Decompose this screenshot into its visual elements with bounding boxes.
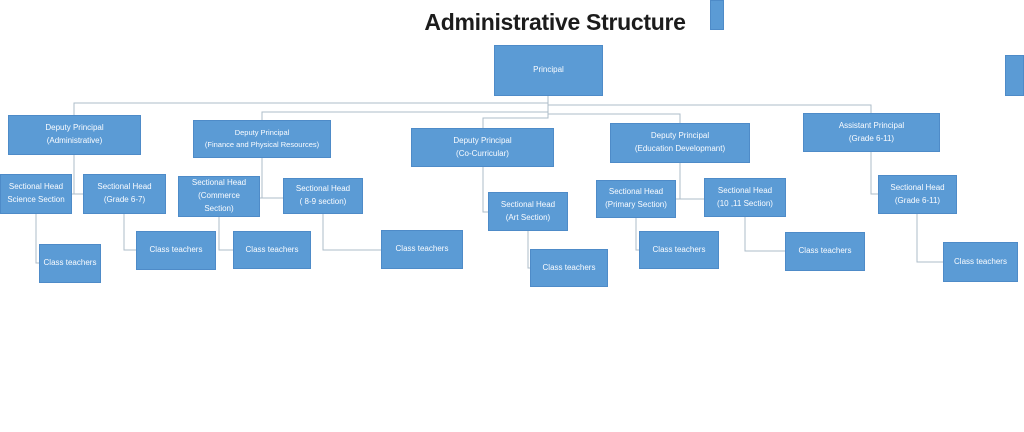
org-node-label-line: Class teachers [395, 244, 449, 254]
org-node-label-line: Deputy Principal [650, 131, 710, 141]
org-node-label-line: ( 8-9 section) [299, 197, 347, 206]
org-node-label-line: (10 ,11 Section) [717, 198, 773, 208]
org-node-label-line: (Education Developmant) [634, 144, 726, 153]
org-node-ct-primary: Class teachers [639, 231, 719, 269]
org-node-label-line: Sectional Head [717, 185, 773, 195]
org-node-label-line: Assistant Principal [838, 120, 905, 130]
org-node-ct-grade-6-11: Class teachers [943, 242, 1018, 282]
connector-line [547, 96, 872, 113]
connector-line [322, 214, 381, 251]
org-node-label-line: Class teachers [149, 245, 203, 255]
org-node-label-line: (Commerce [198, 191, 240, 201]
org-node-label-line: Class teachers [798, 246, 852, 256]
org-node-label-line: Sectional Head [608, 187, 664, 197]
org-node-label-line: Class teachers [954, 256, 1007, 266]
org-node-ct-8-9: Class teachers [381, 230, 463, 269]
org-node-label-line: (Administrative) [46, 136, 103, 145]
connector-line [870, 152, 878, 195]
connector-line [527, 231, 530, 269]
org-node-label-line: Class teachers [652, 244, 706, 254]
org-node-label-line: Principal [533, 65, 564, 75]
org-node-label-line: Sectional Head [191, 178, 247, 188]
org-node-label-line: (Grade 6-11) [848, 133, 895, 143]
connector-line [635, 218, 639, 251]
org-node-dp-finance: Deputy Principal (Finance and Physical Re… [193, 120, 331, 158]
org-node-label-line: (Grade 6-7) [103, 195, 146, 204]
org-node-label-line: Section) [204, 203, 234, 213]
org-node-ct-commerce: Class teachers [233, 231, 311, 269]
org-node-label-line: (Co-Curricular) [456, 148, 509, 158]
cutoff-box-right [1005, 55, 1024, 96]
connector-line [916, 214, 943, 263]
connector-line [744, 217, 785, 252]
org-node-label-line: Class teachers [542, 262, 596, 272]
org-node-ct-10-11: Class teachers [785, 232, 865, 271]
org-node-label-line: Sectional Head [890, 182, 945, 192]
org-node-sh-primary: Sectional Head (Primary Section) [596, 180, 676, 218]
org-node-label-line: Deputy Principal [234, 128, 290, 137]
chart-title: Administrative Structure [424, 9, 686, 35]
org-node-label-line: (Finance and Physical Resources) [204, 140, 320, 149]
org-node-label-line: Sectional Head [8, 182, 64, 192]
connector-line [123, 214, 136, 251]
org-node-dp-education: Deputy Principal (Education Developmant) [610, 123, 750, 163]
org-node-sh-10-11: Sectional Head (10 ,11 Section) [704, 178, 786, 217]
org-node-label-line: (Primary Section) [605, 200, 667, 209]
org-node-sh-grade-6-7: Sectional Head (Grade 6-7) [83, 174, 166, 214]
org-node-dp-administrative: Deputy Principal (Administrative) [8, 115, 141, 155]
org-node-label-line: Sectional Head [500, 199, 556, 209]
org-node-label-line: Deputy Principal [453, 135, 512, 145]
cutoff-box-top [710, 0, 724, 30]
org-node-sh-grade-6-11: Sectional Head (Grade 6-11) [878, 175, 957, 214]
org-node-label-line: Deputy Principal [45, 123, 104, 133]
org-node-ct-art: Class teachers [530, 249, 608, 287]
connector-line [547, 96, 681, 123]
org-node-ct-science: Class teachers [39, 244, 101, 283]
connector-line [261, 96, 549, 120]
org-node-principal: Principal [494, 45, 603, 96]
org-node-label-line: Science Section [7, 195, 65, 204]
org-node-label-line: (Art Section) [505, 212, 551, 222]
connector-line [218, 217, 233, 251]
org-node-dp-cocurricular: Deputy Principal (Co-Curricular) [411, 128, 554, 167]
org-node-label-line: (Grade 6-11) [894, 195, 941, 205]
connector-line [482, 96, 549, 128]
org-node-label-line: Class teachers [43, 258, 97, 268]
connector-line [35, 214, 39, 264]
org-node-label-line: Sectional Head [97, 182, 152, 192]
org-node-ct-grade-6-7: Class teachers [136, 231, 216, 270]
org-node-sh-art: Sectional Head (Art Section) [488, 192, 568, 231]
org-node-ap-grade-6-11: Assistant Principal (Grade 6-11) [803, 113, 940, 152]
org-node-label-line: Class teachers [245, 244, 299, 254]
org-node-label-line: Sectional Head [295, 184, 351, 194]
connector-line [482, 167, 488, 213]
org-node-sh-8-9: Sectional Head ( 8-9 section) [283, 178, 363, 214]
